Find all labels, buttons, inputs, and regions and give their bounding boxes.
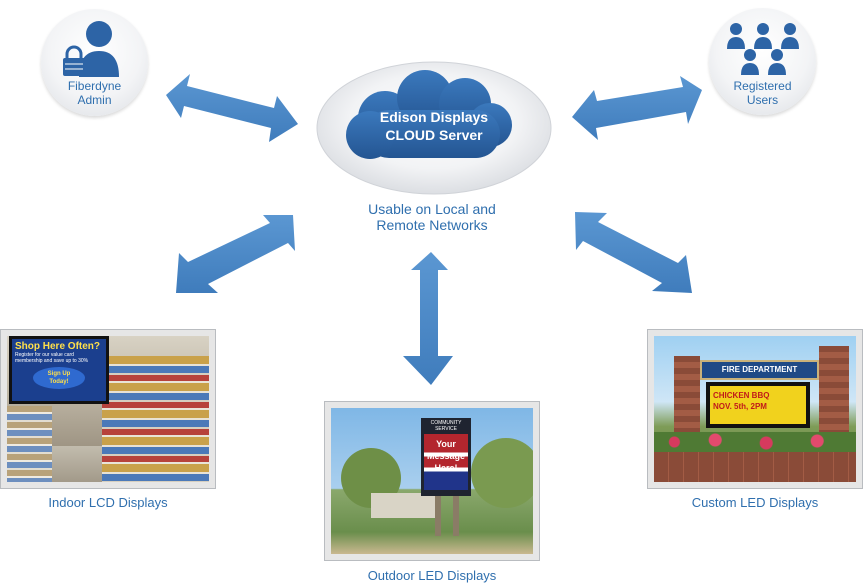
outdoor-caption: Outdoor LED Displays — [367, 568, 497, 583]
outdoor-led-photo: COMMUNITY SERVICE Your Message Here! — [324, 401, 540, 561]
indoor-lcd-screen: Shop Here Often? Register for our value … — [9, 336, 109, 404]
arrow-cloud-custom — [575, 212, 692, 293]
admin-node: Fiberdyne Admin — [41, 9, 148, 116]
indoor-sign-sub: Register for our value card membership a… — [15, 352, 89, 364]
tree — [471, 438, 533, 508]
cloud-icon — [346, 70, 512, 159]
custom-led-photo: FIRE DEPARTMENT CHICKEN BBQ NOV. 5th, 2P… — [647, 329, 863, 489]
store-aisle-floor — [52, 446, 102, 482]
outdoor-sign-cabinet: COMMUNITY SERVICE Your Message Here! — [421, 418, 471, 496]
custom-caption: Custom LED Displays — [691, 495, 819, 510]
brick-wall — [654, 452, 856, 482]
custom-led-screen: CHICKEN BBQ NOV. 5th, 2PM — [706, 382, 810, 428]
indoor-lcd-photo: Shop Here Often? Register for our value … — [0, 329, 216, 489]
left-shelves — [7, 406, 52, 482]
sign-post — [453, 496, 459, 536]
arrow-users-cloud — [572, 76, 702, 140]
indoor-sign-button: Sign Up Today! — [33, 367, 85, 389]
arrow-cloud-indoor — [176, 215, 295, 293]
users-label: Registered Users — [733, 79, 792, 107]
flower-bed — [654, 432, 856, 452]
store-shelves — [102, 356, 209, 482]
lock-icon — [63, 45, 85, 76]
admin-label: Fiberdyne Admin — [67, 79, 122, 107]
admin-user-icon — [63, 21, 119, 77]
sign-post — [435, 496, 441, 536]
users-group-icon — [727, 23, 799, 75]
network-note: Usable on Local and Remote Networks — [368, 201, 496, 233]
users-node: Registered Users — [709, 8, 816, 115]
outdoor-sign-header: COMMUNITY SERVICE — [430, 420, 462, 432]
arrow-admin-cloud — [166, 74, 298, 142]
indoor-sign-title: Shop Here Often? — [15, 341, 101, 352]
building — [371, 493, 441, 518]
arrow-cloud-outdoor — [403, 252, 453, 385]
outdoor-led-screen: Your Message Here! — [424, 434, 468, 490]
cloud-server-label: Edison Displays CLOUD Server — [379, 109, 489, 143]
indoor-caption: Indoor LCD Displays — [48, 495, 168, 510]
custom-sign-header: FIRE DEPARTMENT — [700, 360, 819, 380]
